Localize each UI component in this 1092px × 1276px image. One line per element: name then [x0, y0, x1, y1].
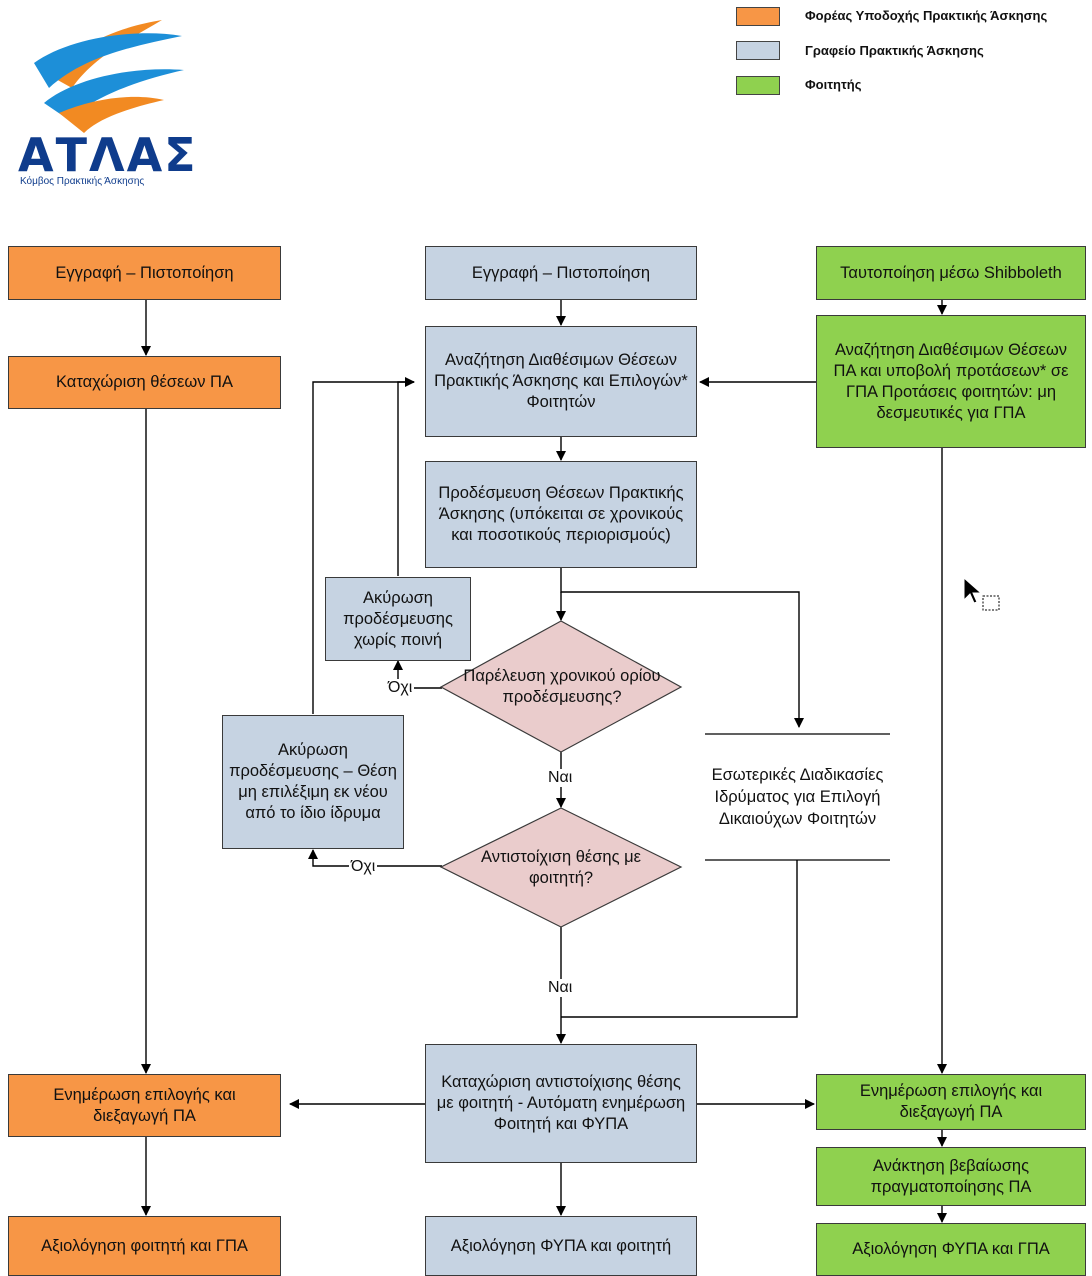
cancel-reject: Ακύρωση προδέσμευσης – Θέση μη επιλέξιμη… [222, 715, 404, 849]
office-search-positions: Αναζήτηση Διαθέσιμων Θέσεων Πρακτικής Άσ… [425, 326, 697, 437]
decision-match-shape [439, 807, 683, 928]
host-post-positions: Καταχώριση θέσεων ΠΑ [8, 356, 281, 409]
label-no-match: Όχι [349, 858, 378, 876]
legend-swatch-host [736, 7, 780, 26]
label-yes-deadline: Ναι [546, 769, 575, 787]
label-no-deadline: Όχι [386, 679, 415, 697]
student-evaluate: Αξιολόγηση ΦΥΠΑ και ΓΠΑ [816, 1223, 1086, 1276]
host-evaluate: Αξιολόγηση φοιτητή και ΓΠΑ [8, 1216, 281, 1276]
decision-deadline-shape [439, 620, 683, 753]
host-update-selection: Ενημέρωση επιλογής και διεξαγωγή ΠΑ [8, 1074, 281, 1137]
student-shibboleth: Ταυτοποίηση μέσω Shibboleth [816, 246, 1086, 300]
legend-swatch-office [736, 41, 780, 60]
legend-swatch-student [736, 76, 780, 95]
cancel-no-penalty: Ακύρωση προδέσμευσης χωρίς ποινή [325, 577, 471, 661]
label-yes-match: Ναι [546, 979, 575, 997]
logo-swirl-icon [34, 20, 184, 133]
mouse-pointer-icon [963, 576, 1000, 611]
student-certificate: Ανάκτηση βεβαίωσης πραγματοποίησης ΠΑ [816, 1147, 1086, 1206]
legend-label-student: Φοιτητής [805, 77, 862, 92]
logo-subtitle: Κόμβος Πρακτικής Άσκησης [20, 176, 145, 187]
legend-label-office: Γραφείο Πρακτικής Άσκησης [805, 43, 984, 58]
decision-deadline-text: Παρέλευση χρονικού ορίου προδέσμευσης? [463, 667, 661, 706]
student-search-submit: Αναζήτηση Διαθέσιμων Θέσεων ΠΑ και υποβο… [816, 315, 1086, 448]
student-update-selection: Ενημέρωση επιλογής και διεξαγωγή ΠΑ [816, 1074, 1086, 1130]
office-register: Εγγραφή – Πιστοποίηση [425, 246, 697, 300]
legend-label-host: Φορέας Υποδοχής Πρακτικής Άσκησης [805, 8, 1048, 23]
internal-process: Εσωτερικές Διαδικασίες Ιδρύματος για Επι… [711, 766, 884, 828]
office-evaluate: Αξιολόγηση ΦΥΠΑ και φοιτητή [425, 1216, 697, 1276]
host-register: Εγγραφή – Πιστοποίηση [8, 246, 281, 300]
atlas-logo: ΑΤΛΑΣ Κόμβος Πρακτικής Άσκησης [14, 8, 214, 188]
office-register-match: Καταχώριση αντιστοίχισης θέσης με φοιτητ… [425, 1044, 697, 1163]
decision-match-text: Αντιστοίχιση θέσης με φοιτητή? [480, 848, 641, 887]
office-prebook: Προδέσμευση Θέσεων Πρακτικής Άσκησης (υπ… [425, 461, 697, 568]
logo-title: ΑΤΛΑΣ [18, 128, 198, 182]
